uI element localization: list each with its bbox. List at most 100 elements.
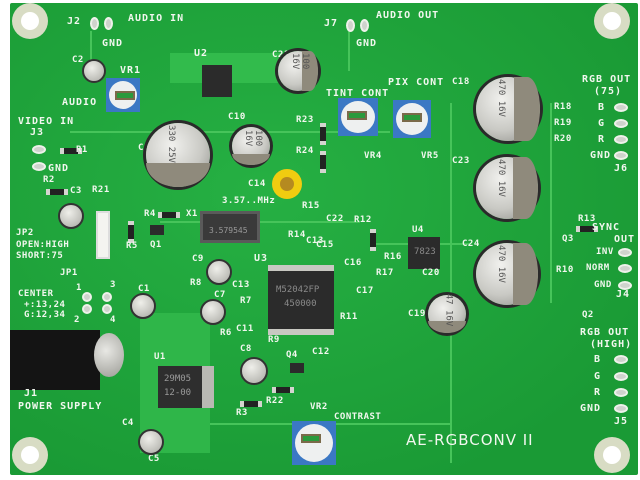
u2-ref: U2 <box>194 48 209 59</box>
c19-label: C19 <box>408 309 426 319</box>
jp2-ref: JP2 <box>16 228 34 238</box>
c22-label: C22 <box>326 214 344 224</box>
vr5-ref: VR5 <box>421 151 439 161</box>
sync-title: SYNC <box>592 222 621 233</box>
power-supply-title: POWER SUPPLY <box>18 401 103 412</box>
dc-power-jack[interactable] <box>10 330 100 390</box>
mounting-hole-tl <box>12 3 48 39</box>
c9-label: C9 <box>192 254 204 264</box>
j2-gnd-label: GND <box>102 38 124 49</box>
capacitor-c21: 100 16V <box>278 51 318 91</box>
jp1-note-plus: +:13,24 <box>24 300 66 310</box>
rgb-out-75-subtitle: (75) <box>594 86 623 97</box>
r1-label: R1 <box>76 145 88 155</box>
crystal-marking: 3.579545 <box>209 226 248 235</box>
jp1-pad-3[interactable] <box>102 292 112 302</box>
j5-pad-g[interactable] <box>614 372 628 381</box>
u1-marking: 29M05 <box>164 374 192 384</box>
c6-label: C6 <box>138 143 150 153</box>
capacitor-c7 <box>200 299 226 325</box>
u1-ref: U1 <box>154 352 166 362</box>
j3-pad-signal[interactable] <box>32 145 46 154</box>
resistor-r23 <box>320 123 326 145</box>
capacitor-c10: 100 16V <box>232 127 270 165</box>
u4-ref: U4 <box>412 225 424 235</box>
trimmer-cap-c14[interactable] <box>272 169 302 199</box>
u3-marking2: 450000 <box>284 299 317 309</box>
j7-pad-gnd[interactable] <box>360 19 369 32</box>
r14-label: R14 <box>288 230 306 240</box>
j1-ref: J1 <box>24 388 39 399</box>
resistor-r12 <box>370 229 376 251</box>
j6-pad-g[interactable] <box>614 119 628 128</box>
j6-pad-gnd[interactable] <box>614 151 628 160</box>
resistor-r4 <box>158 212 180 218</box>
r2-label: R2 <box>43 175 55 185</box>
resistor-r1 <box>60 148 82 154</box>
j5-pin-gnd: GND <box>580 403 602 414</box>
j6-pin-b: B <box>598 102 606 113</box>
jp1-note-center: CENTER <box>18 289 54 299</box>
jp1-pad-2[interactable] <box>82 304 92 314</box>
j3-pad-gnd[interactable] <box>32 162 46 171</box>
q3-label: Q3 <box>562 234 574 244</box>
r13-label: R13 <box>578 214 596 224</box>
j4-pad-inv[interactable] <box>618 248 632 257</box>
j5-pad-gnd[interactable] <box>614 404 628 413</box>
vr1-audio-label: AUDIO <box>62 97 98 108</box>
capacitor-c9 <box>206 259 232 285</box>
rgb-out-high-subtitle: (HIGH) <box>590 339 633 350</box>
c10-label: C10 <box>228 112 246 122</box>
r18-label: R18 <box>554 102 572 112</box>
trimmer-pot-vr1[interactable] <box>106 78 140 112</box>
trimmer-pot-vr2[interactable] <box>292 421 336 465</box>
capacitor-c5 <box>138 429 164 455</box>
r8-label: R8 <box>190 278 202 288</box>
r15-label: R15 <box>302 201 320 211</box>
q1-label: Q1 <box>150 240 162 250</box>
jp2-note-open: OPEN:HIGH <box>16 240 70 250</box>
jp1-pad-4[interactable] <box>102 304 112 314</box>
j2-pad-gnd[interactable] <box>104 17 113 30</box>
r21-label: R21 <box>92 185 110 195</box>
j4-pad-norm[interactable] <box>618 264 632 273</box>
j6-pad-b[interactable] <box>614 103 628 112</box>
j5-pad-r[interactable] <box>614 388 628 397</box>
capacitor-c6: 330 25V <box>146 123 210 187</box>
c5-label: C5 <box>148 454 160 464</box>
j4-pin-inv: INV <box>596 247 614 257</box>
capacitor-c18: 470 16V <box>476 77 540 141</box>
tint-cont-label: TINT CONT <box>326 88 390 99</box>
resistor-r3 <box>240 401 262 407</box>
q2-label: Q2 <box>582 310 594 320</box>
j6-pin-g: G <box>598 118 606 129</box>
c14-label: C14 <box>248 179 266 189</box>
resistor-r24 <box>320 151 326 173</box>
capacitor-c19: 47 16V <box>428 293 466 333</box>
u1-marking2: 12-00 <box>164 388 192 398</box>
j2-pad-signal[interactable] <box>90 17 99 30</box>
capacitor-c8 <box>240 357 268 385</box>
j7-gnd-label: GND <box>356 38 378 49</box>
rgb-out-high-title: RGB OUT <box>580 327 630 338</box>
r23-label: R23 <box>296 115 314 125</box>
jp1-pin1: 1 <box>76 283 82 293</box>
j5-pin-b: B <box>594 354 602 365</box>
trimmer-pot-vr4[interactable] <box>338 98 378 136</box>
r24-label: R24 <box>296 146 314 156</box>
jp1-pad-1[interactable] <box>82 292 92 302</box>
contrast-label: CONTRAST <box>334 412 382 422</box>
j6-pad-r[interactable] <box>614 135 628 144</box>
j7-pad-signal[interactable] <box>346 19 355 32</box>
r17-label: R17 <box>376 268 394 278</box>
r12-label: R12 <box>354 215 372 225</box>
j4-pad-gnd[interactable] <box>618 281 632 290</box>
resistor-r13 <box>576 226 598 232</box>
transistor-q1 <box>150 225 164 235</box>
jp1-ref: JP1 <box>60 268 78 278</box>
j2-ref: J2 <box>67 16 82 27</box>
j5-pad-b[interactable] <box>614 355 628 364</box>
ic-u3-m52042fp: M52042FP 450000 <box>268 265 334 335</box>
r10-label: R10 <box>556 265 574 275</box>
trimmer-pot-vr5[interactable] <box>393 100 431 138</box>
